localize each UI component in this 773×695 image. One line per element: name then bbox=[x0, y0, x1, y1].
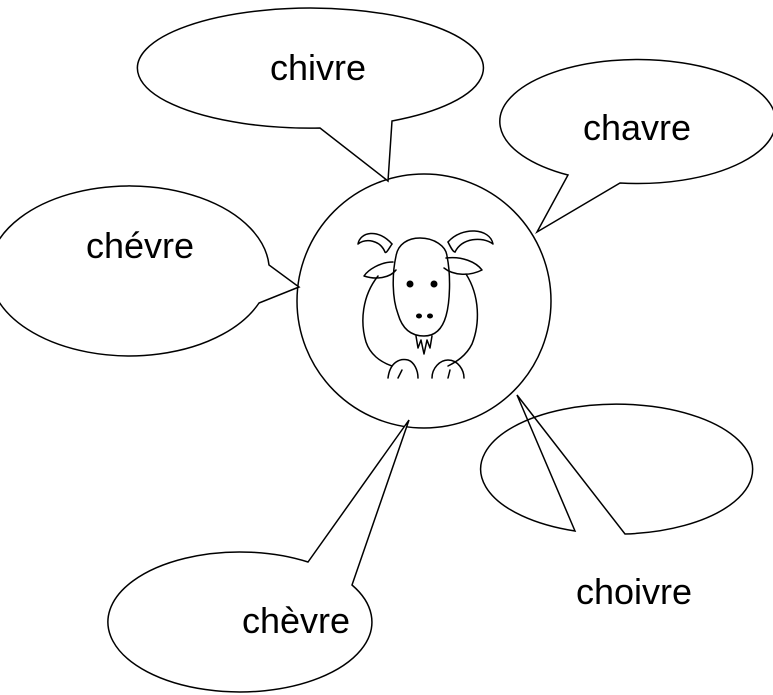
goat-features bbox=[406, 280, 438, 319]
bubble-choivre: choivre bbox=[479, 394, 754, 612]
goat-eye-left bbox=[406, 280, 414, 288]
bubble-chevre-grave: chèvre bbox=[107, 419, 410, 693]
center-node bbox=[296, 173, 552, 429]
bubble-label-chavre: chavre bbox=[583, 107, 691, 148]
bubble-shape bbox=[0, 185, 301, 357]
bubble-label-chivre: chivre bbox=[270, 47, 366, 88]
bubble-shape bbox=[479, 394, 754, 535]
goat-nostril-left bbox=[416, 313, 422, 319]
center-circle bbox=[296, 173, 552, 429]
goat-eye-right bbox=[430, 280, 438, 288]
goat-nostril-right bbox=[427, 313, 433, 319]
bubble-shape bbox=[107, 419, 410, 693]
bubble-shape bbox=[499, 58, 773, 235]
bubble-label-chevre-acute: chévre bbox=[86, 225, 194, 266]
bubble-chivre: chivre bbox=[136, 7, 485, 183]
bubble-label-chevre-grave: chèvre bbox=[242, 600, 350, 641]
bubble-shape bbox=[136, 7, 485, 183]
bubble-chevre-acute: chévre bbox=[0, 185, 301, 357]
bubble-chavre: chavre bbox=[499, 58, 773, 235]
goat-icon bbox=[357, 230, 494, 379]
bubble-label-choivre: choivre bbox=[576, 571, 692, 612]
